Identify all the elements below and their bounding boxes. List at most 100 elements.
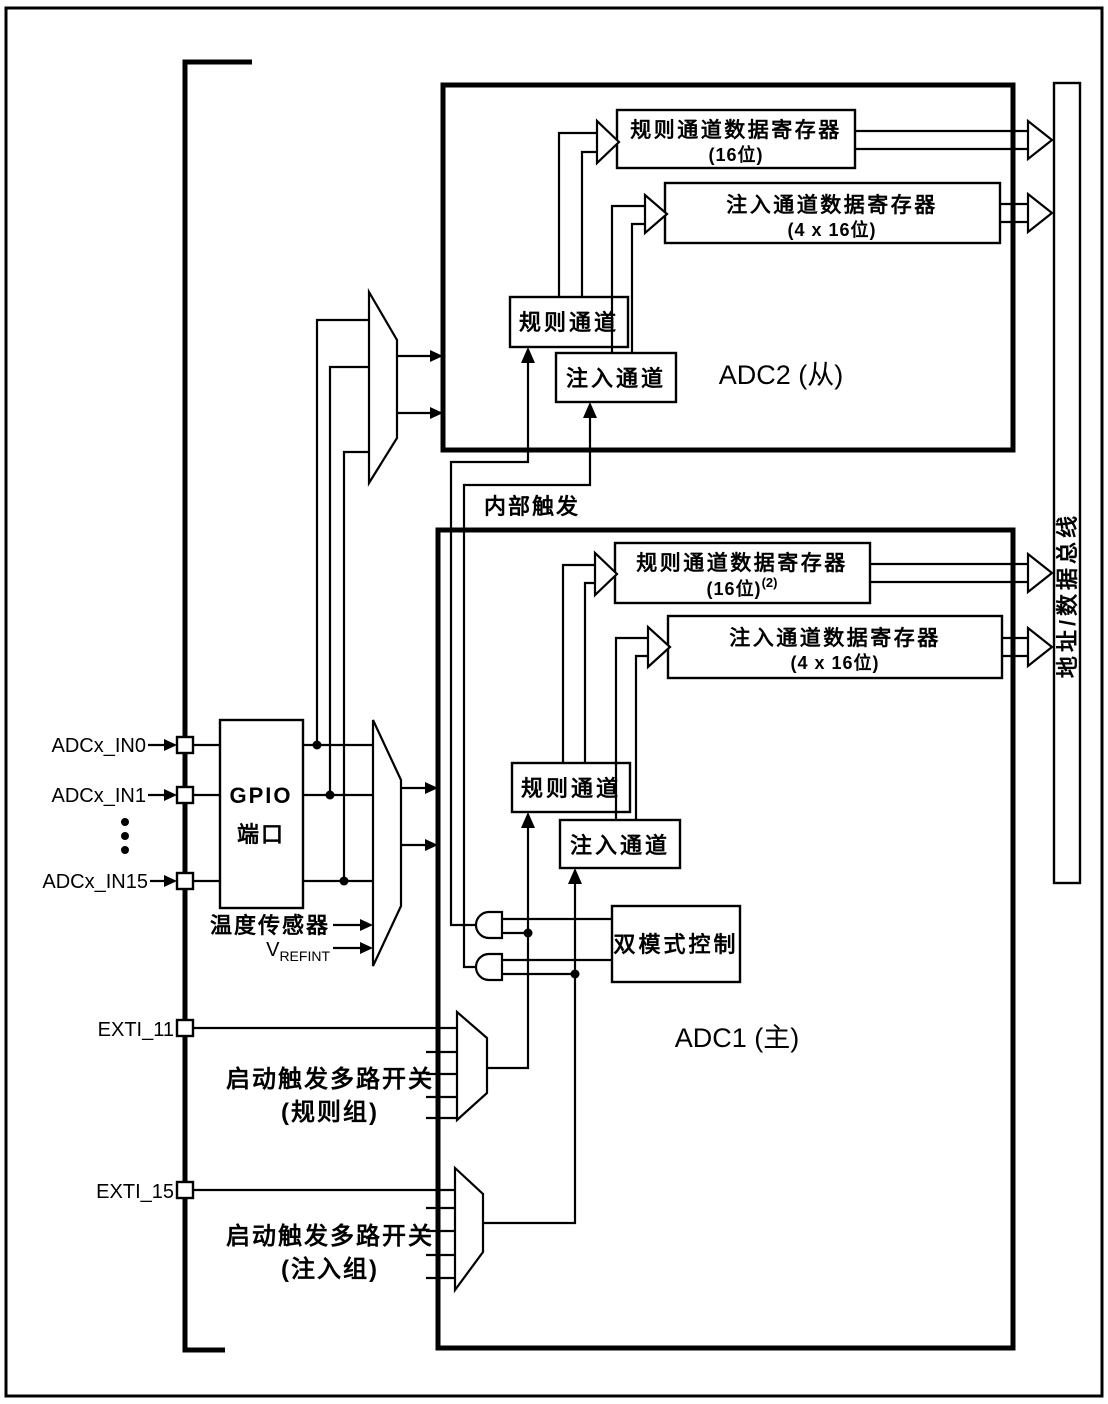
internal-trigger-label: 内部触发 bbox=[484, 494, 580, 519]
label-exti15: EXTI_15 bbox=[96, 1181, 174, 1203]
riser-in0 bbox=[315, 318, 369, 745]
adc1-regular-channel-label: 规则通道 bbox=[521, 776, 621, 801]
arrow-head bbox=[568, 868, 582, 884]
injected-mux-label-line1: 启动触发多路开关 bbox=[226, 1222, 434, 1250]
arrow-head bbox=[164, 789, 177, 801]
label-adcx-in15: ADCx_IN15 bbox=[42, 871, 148, 893]
adc1-regular-bus-arrow-shaft bbox=[870, 562, 1028, 584]
injected-trigger-mux bbox=[453, 1165, 485, 1294]
adc1-regular-reg-line1: 规则通道数据寄存器 bbox=[636, 551, 848, 575]
gate-input-wires bbox=[502, 917, 612, 976]
hollow-arrow-head bbox=[1026, 191, 1054, 235]
riser-in15 bbox=[342, 450, 369, 881]
adc1-regular-reg-line2: (16位)(2) bbox=[707, 575, 778, 599]
hollow-arrow-head bbox=[593, 550, 619, 598]
adc2-regular-reg-line1: 规则通道数据寄存器 bbox=[630, 118, 842, 142]
hollow-arrow-head bbox=[646, 624, 672, 670]
adc1-injected-channel-box bbox=[558, 818, 682, 870]
hollow-arrow-head bbox=[1026, 625, 1054, 669]
label-vrefint: VREFINT bbox=[266, 939, 330, 964]
internal-source-lines bbox=[333, 923, 361, 950]
adc1-injected-reg-line1: 注入通道数据寄存器 bbox=[729, 626, 941, 650]
arrow-head bbox=[521, 812, 535, 828]
vref-subscript: REFINT bbox=[279, 948, 330, 964]
adc1-injected-channel-label: 注入通道 bbox=[570, 833, 670, 858]
adc2-injected-reg-line2: (4 x 16位) bbox=[787, 219, 876, 240]
arrow-head bbox=[360, 919, 373, 931]
adc2-regular-channel-label: 规则通道 bbox=[519, 310, 619, 335]
pin-adcx-in1 bbox=[175, 785, 195, 805]
arrow-head bbox=[425, 782, 438, 794]
adc2-injected-reg-line1: 注入通道数据寄存器 bbox=[726, 193, 938, 217]
adc2-analog-mux bbox=[367, 287, 399, 487]
regular-mux-label-line1: 启动触发多路开关 bbox=[226, 1065, 434, 1093]
adc2-regular-block-arrow-shaft bbox=[557, 131, 597, 297]
pin-adcx-in0 bbox=[175, 735, 195, 755]
gpio-label-line2: 端口 bbox=[237, 822, 285, 847]
hollow-arrow-head bbox=[1026, 118, 1054, 162]
pin-arrow-lines bbox=[148, 743, 165, 883]
adc1-reg-superscript: (2) bbox=[762, 575, 778, 590]
adc2-regular-channel-box bbox=[508, 295, 630, 349]
adc2-title: ADC2 (从) bbox=[719, 360, 844, 390]
arrow-head bbox=[430, 407, 443, 419]
regular-mux-label-line2: (规则组) bbox=[281, 1099, 379, 1126]
adc1-injected-block-arrow-shaft bbox=[614, 636, 648, 820]
adc2-box bbox=[440, 82, 1016, 453]
adc1-regular-trigger-wire bbox=[487, 826, 530, 1070]
dual-mode-control-label: 双模式控制 bbox=[613, 932, 738, 957]
arrow-head bbox=[164, 739, 177, 751]
gpio-to-mux-wires bbox=[303, 743, 373, 883]
junction-dot bbox=[312, 740, 322, 750]
adc1-regular-data-register bbox=[613, 541, 872, 605]
adc1-injected-trigger-wire bbox=[483, 882, 577, 1225]
adc1-regular-channel-box bbox=[510, 761, 632, 814]
pin-exti11 bbox=[175, 1018, 195, 1038]
outer-frame bbox=[4, 6, 1104, 1398]
label-temp-sensor: 温度传感器 bbox=[210, 913, 330, 938]
bus-label: 地址/数据总线 bbox=[1055, 512, 1080, 678]
vref-base: V bbox=[266, 939, 280, 961]
junction-dot bbox=[325, 790, 335, 800]
adc2-injected-block-arrow-shaft bbox=[610, 204, 645, 353]
arrow-head bbox=[425, 839, 438, 851]
riser-in1 bbox=[328, 365, 369, 795]
regular-trigger-stubs bbox=[426, 1050, 457, 1120]
gpio-label-line1: GPIO bbox=[229, 783, 292, 808]
adc2-injected-bus-arrow-shaft bbox=[1000, 202, 1028, 224]
arrow-head bbox=[430, 350, 443, 362]
label-exti11: EXTI_11 bbox=[98, 1019, 174, 1041]
injected-trigger-stubs bbox=[426, 1206, 455, 1280]
hollow-arrow-head bbox=[643, 192, 669, 236]
internal-trigger-regular-wire bbox=[449, 361, 530, 927]
ellipsis-dot bbox=[121, 846, 129, 854]
dual-mode-control-box bbox=[610, 904, 742, 984]
adc2-injected-data-register bbox=[663, 181, 1002, 245]
arrow-head bbox=[583, 402, 597, 418]
adc1-analog-mux bbox=[371, 719, 403, 967]
hollow-arrow-head bbox=[595, 118, 621, 166]
hollow-arrow-head bbox=[1026, 551, 1054, 595]
arrow-head bbox=[521, 347, 535, 363]
adc1-injected-bus-arrow-shaft bbox=[1002, 636, 1028, 658]
address-data-bus bbox=[1052, 81, 1082, 885]
adc2-regular-reg-line2: (16位) bbox=[708, 144, 763, 165]
ellipsis-dot bbox=[121, 832, 129, 840]
pin-adcx-in15 bbox=[175, 871, 195, 891]
arrow-head bbox=[360, 942, 373, 954]
adc1-title: ADC1 (主) bbox=[675, 1023, 800, 1053]
adc2-injected-channel-box bbox=[554, 351, 678, 404]
adc1-injected-reg-line2: (4 x 16位) bbox=[790, 652, 879, 673]
gpio-port-box bbox=[218, 718, 305, 910]
pin-bracket bbox=[182, 59, 252, 1353]
adc2-injected-channel-label: 注入通道 bbox=[566, 366, 666, 391]
label-adcx-in0: ADCx_IN0 bbox=[52, 735, 146, 757]
pin-exti15 bbox=[175, 1180, 195, 1200]
junction-dot bbox=[339, 876, 349, 886]
injected-mux-label-line2: (注入组) bbox=[281, 1255, 379, 1283]
internal-trigger-injected-wire bbox=[462, 416, 592, 969]
adc1-regular-block-arrow-shaft bbox=[561, 563, 595, 763]
ellipsis-dot bbox=[121, 818, 129, 826]
